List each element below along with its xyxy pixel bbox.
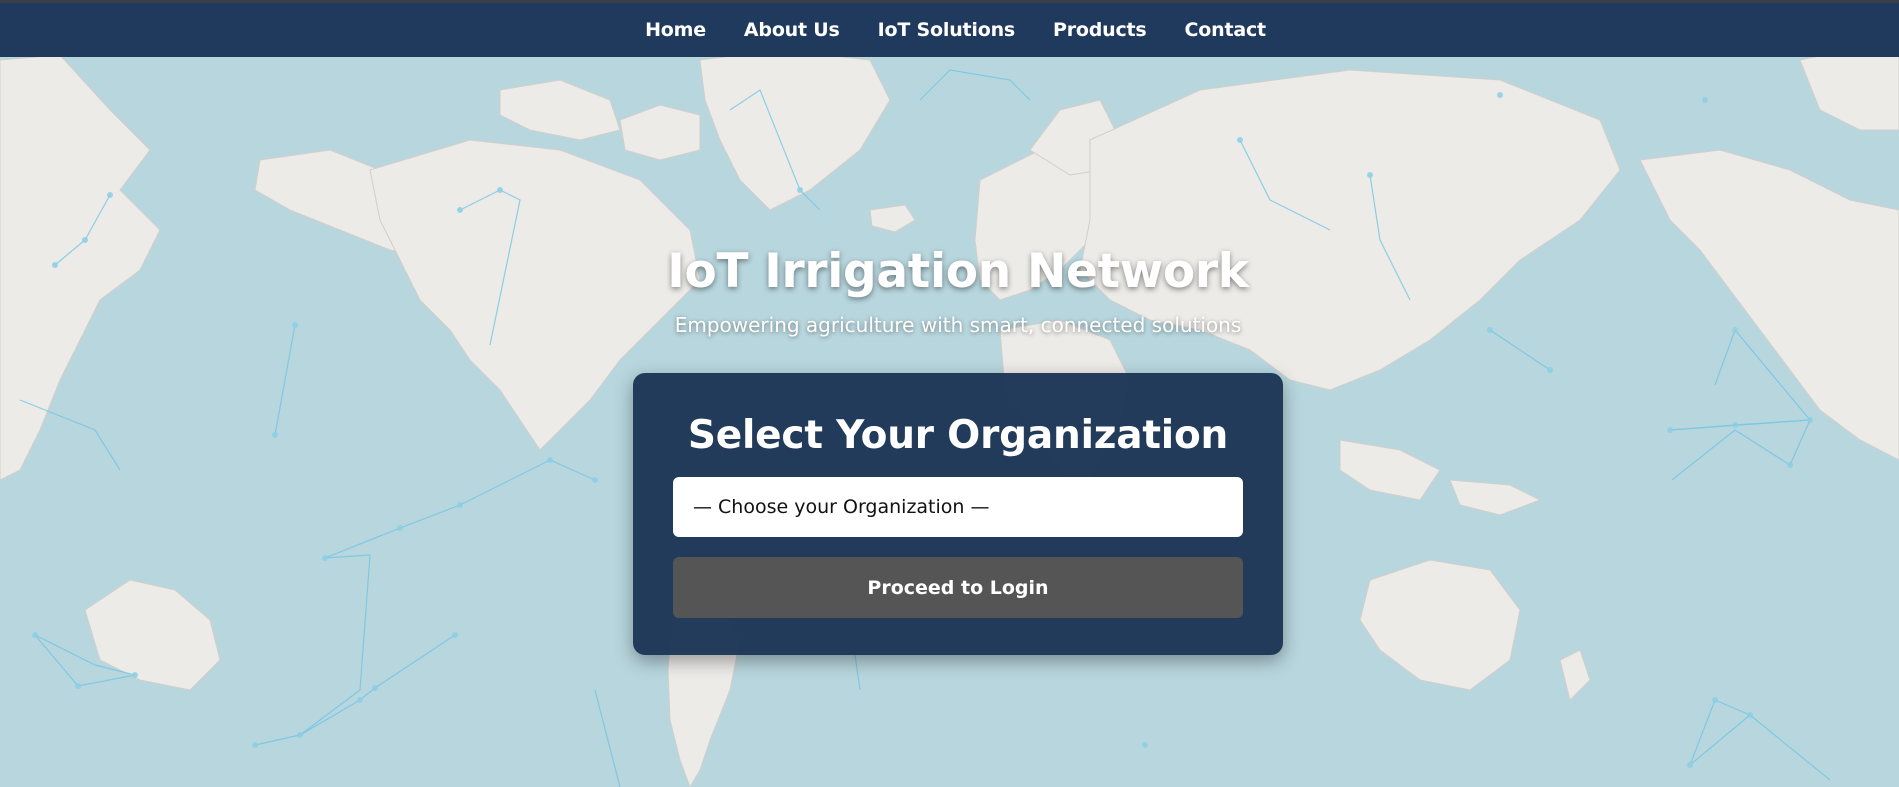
nav-link-home[interactable]: Home [645,19,706,41]
organization-selection-card: Select Your Organization — Choose your O… [633,373,1283,655]
nav-item-contact: Contact [1184,19,1267,41]
nav-item-about: About Us [744,19,840,41]
nav-item-products: Products [1053,19,1147,41]
hero-title: IoT Irrigation Network [667,244,1249,299]
main-navbar: Home About Us IoT Solutions Products Con… [0,3,1899,57]
nav-link-products[interactable]: Products [1053,19,1147,41]
nav-list: Home About Us IoT Solutions Products Con… [626,19,1285,41]
proceed-to-login-button[interactable]: Proceed to Login [673,557,1243,618]
nav-item-home: Home [645,19,706,41]
organization-select[interactable]: — Choose your Organization — [673,477,1243,537]
card-title: Select Your Organization [687,413,1229,458]
nav-item-iot-solutions: IoT Solutions [877,19,1016,41]
organization-select-value: — Choose your Organization — [693,496,990,518]
nav-link-iot-solutions[interactable]: IoT Solutions [877,19,1016,41]
hero-subtitle: Empowering agriculture with smart, conne… [674,313,1242,337]
nav-link-contact[interactable]: Contact [1184,19,1267,41]
nav-link-about-us[interactable]: About Us [743,19,840,41]
top-border-strip [0,0,1899,3]
